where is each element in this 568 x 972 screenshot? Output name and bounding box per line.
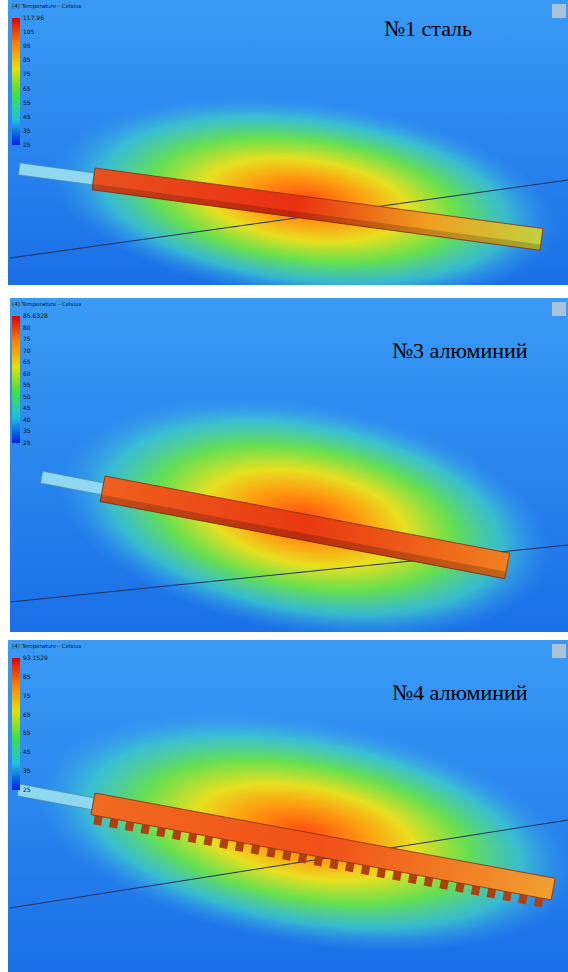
panel-label: №3 алюминий [392, 340, 528, 362]
color-scale [12, 658, 20, 790]
finned-aluminium-bar [91, 793, 555, 900]
axis-line [10, 180, 568, 258]
scale-value: 45 [23, 114, 31, 120]
view-cube [552, 644, 566, 658]
scale-value: 75 [23, 71, 31, 77]
scale-value: 117.96 [23, 15, 44, 21]
stub [18, 163, 94, 185]
scale-title: (4) Temperature - Celsius [12, 644, 81, 650]
scale-value: 60 [23, 371, 31, 377]
scale-value: 80 [23, 325, 31, 331]
scale-value: 55 [23, 382, 31, 388]
scale-title: (4) Temperature - Celsius [12, 302, 81, 308]
scale-value: 40 [23, 417, 31, 423]
scale-value: 35 [23, 128, 31, 134]
color-scale [12, 18, 20, 145]
scale-value: 85 [23, 57, 31, 63]
scale-value: 45 [23, 405, 31, 411]
scale-value: 55 [23, 100, 31, 106]
scale-value: 25 [23, 440, 31, 446]
stub [41, 471, 104, 494]
heat-halo [40, 70, 568, 285]
scale-value: 95 [23, 43, 31, 49]
scale-value: 93.1529 [23, 655, 48, 661]
scale-value: 35 [23, 768, 31, 774]
scale-value: 65 [23, 359, 31, 365]
scale-value: 50 [23, 394, 31, 400]
scale-value: 75 [23, 693, 31, 699]
scale-value: 85 [23, 674, 31, 680]
aluminium-bar [100, 476, 510, 579]
panel-label: №1 сталь [384, 18, 472, 40]
scale-value: 45 [23, 749, 31, 755]
heat-halo [15, 674, 568, 972]
color-scale [12, 316, 20, 443]
scale-value: 55 [23, 730, 31, 736]
stub [17, 784, 94, 810]
panel-label: №4 алюминий [392, 682, 528, 704]
scale-value: 25 [23, 787, 31, 793]
scale-value: 25 [23, 142, 31, 148]
scale-value: 105 [23, 29, 34, 35]
scale-title: (4) Temperature - Celsius [12, 4, 81, 10]
scale-value: 65 [23, 86, 31, 92]
scale-value: 75 [23, 336, 31, 342]
view-cube [552, 4, 566, 18]
steel-bar [92, 168, 543, 250]
scale-value: 85.6328 [23, 313, 48, 319]
view-cube [552, 302, 566, 316]
scale-value: 70 [23, 348, 31, 354]
scale-value: 65 [23, 712, 31, 718]
fins [93, 815, 543, 907]
scale-value: 35 [23, 428, 31, 434]
